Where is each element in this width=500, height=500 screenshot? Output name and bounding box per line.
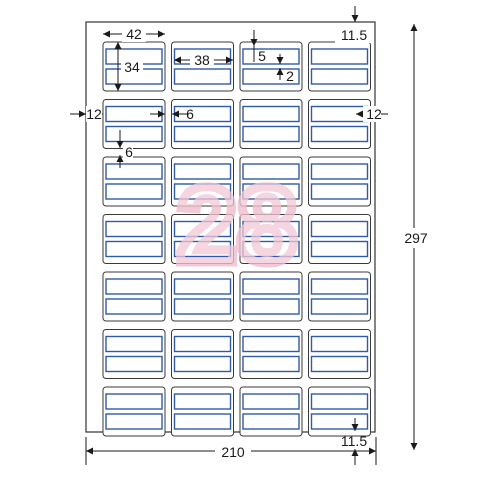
label-field-bottom: [242, 240, 300, 258]
dim-inner-width: 38: [194, 52, 210, 68]
label-field-bottom: [310, 298, 369, 315]
label-field-top: [242, 393, 300, 410]
dim-column-gap: 6: [186, 106, 194, 122]
label-field-top: [310, 163, 369, 180]
label-cell: [308, 386, 371, 437]
label-field-bottom: [173, 240, 232, 258]
label-field-bottom: [242, 125, 300, 143]
label-cell: [171, 99, 234, 149]
label-field-bottom: [173, 125, 232, 143]
label-field-top: [105, 335, 163, 353]
label-cell: [239, 271, 303, 322]
label-cell: [308, 271, 371, 322]
label-field-bottom: [310, 240, 369, 258]
label-field-bottom: [242, 68, 300, 85]
label-field-bottom: [105, 298, 163, 315]
label-cell: [308, 156, 371, 207]
label-field-bottom: [310, 68, 369, 85]
label-field-bottom: [310, 355, 369, 373]
label-field-top: [242, 278, 300, 295]
label-cell: [239, 99, 303, 149]
label-cell: [308, 41, 371, 92]
label-cell: [171, 329, 234, 379]
dim-top-margin: 11.5: [341, 27, 367, 43]
label-cell: [102, 386, 166, 437]
label-cell: [102, 99, 166, 149]
label-field-top: [310, 278, 369, 295]
label-grid: [102, 41, 371, 437]
label-cell: [102, 329, 166, 379]
label-field-top: [105, 163, 163, 180]
label-cell: [308, 99, 371, 149]
label-field-bottom: [173, 413, 232, 430]
label-cell: [102, 156, 166, 207]
dim-label-height: 34: [124, 59, 140, 75]
label-field-bottom: [173, 355, 232, 373]
label-field-bottom: [105, 125, 163, 143]
label-field-bottom: [310, 413, 369, 430]
label-field-top: [173, 335, 232, 353]
label-field-top: [242, 105, 300, 123]
label-field-top: [310, 393, 369, 410]
label-cell: [239, 329, 303, 379]
label-field-top: [310, 48, 369, 65]
label-cell: [102, 214, 166, 264]
label-field-bottom: [173, 183, 232, 200]
label-field-top: [310, 335, 369, 353]
dim-sheet-height: 297: [404, 230, 428, 246]
label-field-bottom: [105, 183, 163, 200]
dim-inner-top: 5: [258, 48, 266, 64]
label-field-top: [242, 220, 300, 238]
label-cell: [239, 386, 303, 437]
label-cell: [239, 156, 303, 207]
label-field-top: [242, 48, 300, 65]
label-field-top: [310, 220, 369, 238]
label-field-bottom: [242, 298, 300, 315]
dim-right-margin: 12: [366, 106, 382, 122]
label-field-top: [105, 278, 163, 295]
label-cell: [171, 271, 234, 322]
label-cell: [239, 41, 303, 92]
label-field-bottom: [310, 125, 369, 143]
label-cell: [171, 386, 234, 437]
label-field-top: [173, 278, 232, 295]
label-field-bottom: [242, 355, 300, 373]
label-field-bottom: [242, 183, 300, 200]
dim-row-gap: 6: [125, 144, 133, 160]
dim-sheet-width: 210: [221, 444, 245, 460]
label-field-top: [173, 393, 232, 410]
dim-bottom-margin: 11.5: [341, 433, 367, 449]
label-field-top: [105, 220, 163, 238]
dim-label-width: 42: [126, 26, 142, 42]
label-field-top: [242, 163, 300, 180]
label-field-bottom: [105, 240, 163, 258]
label-field-top: [173, 220, 232, 238]
label-field-top: [242, 335, 300, 353]
label-cell: [239, 214, 303, 264]
label-field-bottom: [173, 68, 232, 85]
label-cell: [308, 329, 371, 379]
count-watermark-overlay: 28: [177, 164, 297, 285]
label-cell: [102, 271, 166, 322]
label-field-bottom: [310, 183, 369, 200]
dim-inner-gap: 2: [286, 68, 294, 84]
label-cell: [171, 156, 234, 207]
label-cell: [171, 214, 234, 264]
label-field-top: [173, 163, 232, 180]
label-field-top: [105, 393, 163, 410]
label-field-bottom: [105, 413, 163, 430]
dim-left-margin: 12: [86, 106, 102, 122]
label-field-bottom: [105, 355, 163, 373]
label-field-bottom: [242, 413, 300, 430]
label-field-bottom: [173, 298, 232, 315]
label-cell: [308, 214, 371, 264]
